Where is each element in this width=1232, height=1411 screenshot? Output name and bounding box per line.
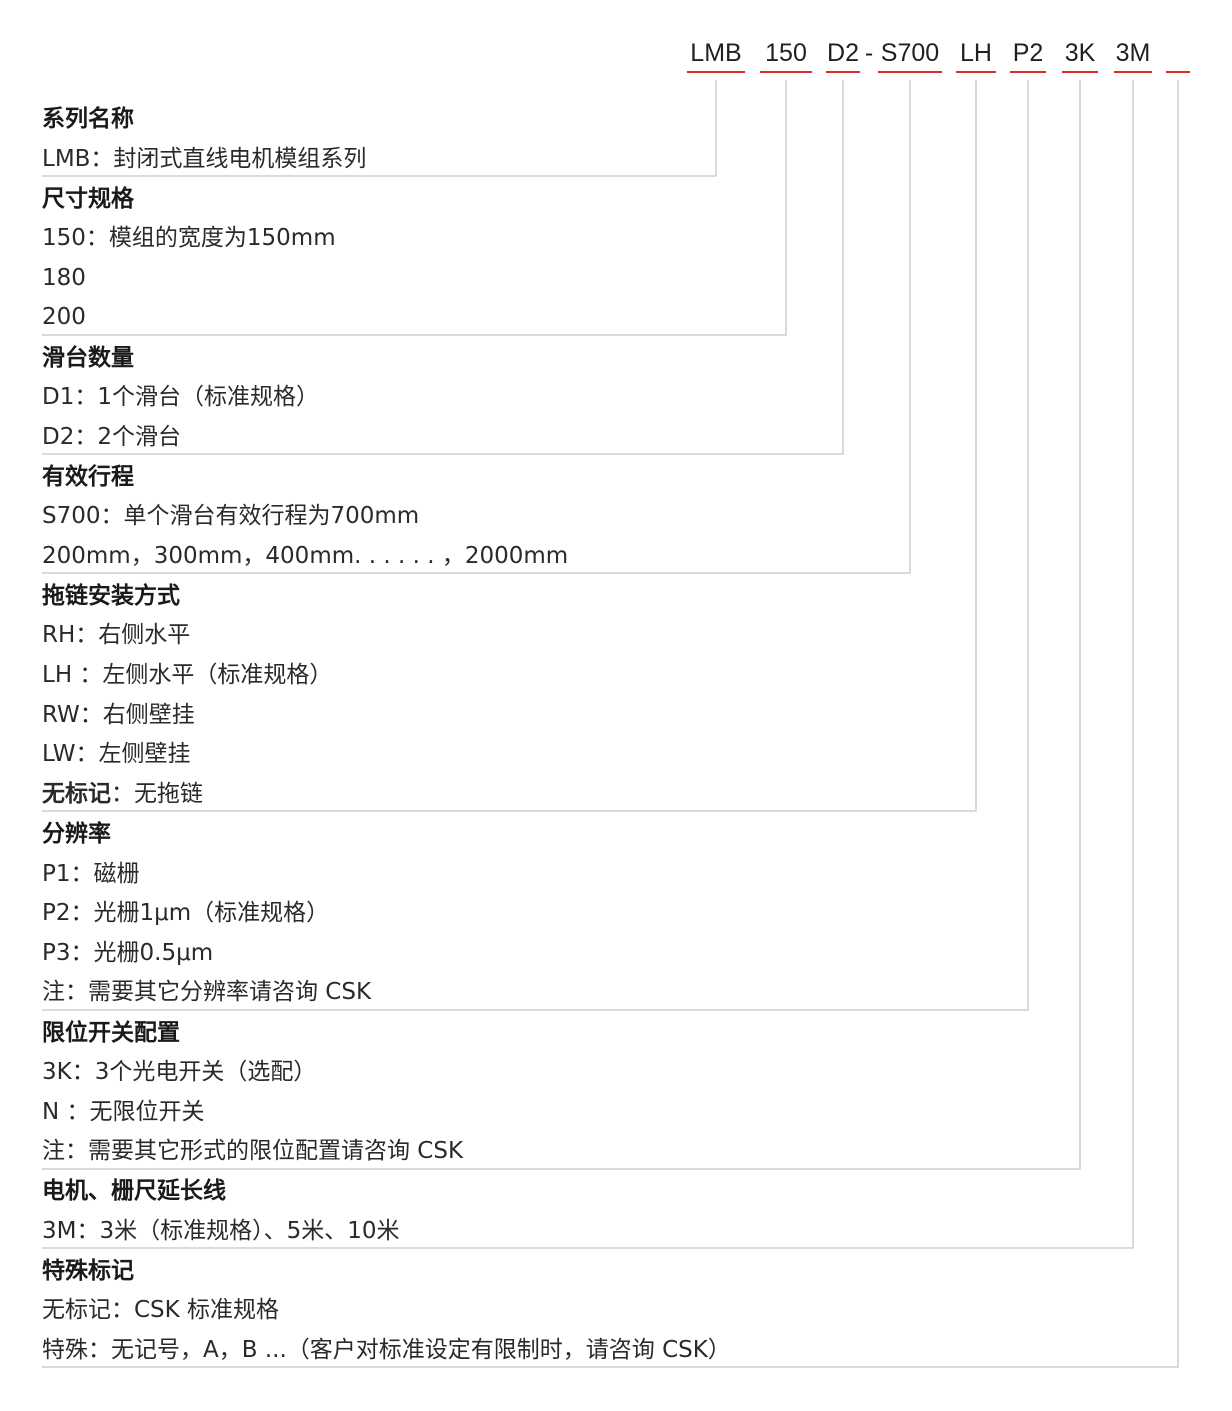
section-item: 注：需要其它形式的限位配置请咨询 CSK — [42, 1138, 464, 1164]
code-segment-resolution: P2 — [1013, 39, 1044, 67]
no-mark-text: ：无拖链 — [111, 781, 203, 807]
connector-resolution — [42, 80, 1029, 1011]
section-title: 特殊标记 — [42, 1258, 134, 1284]
section-limit: 限位开关配置 3K：3个光电开关（选配） N ：无限位开关 注：需要其它形式的限… — [42, 1019, 464, 1164]
section-item: RH：右侧水平 — [42, 622, 190, 648]
section-item: P2：光栅1μm（标准规格） — [42, 900, 329, 926]
section-size: 尺寸规格 150：模组的宽度为150mm 180 200 — [42, 185, 336, 330]
section-item: D1：1个滑台（标准规格） — [42, 384, 319, 410]
section-title: 分辨率 — [42, 820, 111, 847]
connector-chain — [42, 80, 977, 812]
code-segment-chain: LH — [960, 39, 992, 67]
model-code-header: LMB 150 D2 - S700 LH P2 3K 3M — [690, 39, 1150, 67]
section-title: 拖链安装方式 — [42, 582, 180, 609]
section-item: D2：2个滑台 — [42, 424, 181, 450]
code-segment-stroke: S700 — [881, 39, 939, 67]
section-cable: 电机、栅尺延长线 3M：3米（标准规格）、5米、10米 — [42, 1177, 400, 1244]
connector-cable — [42, 80, 1134, 1249]
connector-special — [42, 80, 1179, 1368]
code-segment-series: LMB — [690, 39, 741, 67]
section-stroke: 有效行程 S700：单个滑台有效行程为700mm 200mm，300mm，400… — [42, 463, 568, 569]
section-item: N ：无限位开关 — [42, 1099, 205, 1125]
section-title: 系列名称 — [42, 105, 134, 132]
code-segment-slides: D2 — [827, 39, 859, 67]
code-separator: - — [865, 39, 873, 67]
section-item: 150：模组的宽度为150mm — [42, 225, 336, 251]
section-item: 3K：3个光电开关（选配） — [42, 1059, 316, 1085]
section-series: 系列名称 LMB：封闭式直线电机模组系列 — [42, 105, 366, 172]
section-title: 限位开关配置 — [42, 1019, 180, 1046]
connector-limit — [42, 80, 1081, 1170]
section-item: 180 — [42, 265, 86, 291]
section-item: 无标记：CSK 标准规格 — [42, 1297, 279, 1323]
section-item: P1：磁栅 — [42, 861, 140, 887]
connector-size — [42, 80, 787, 336]
code-segment-size: 150 — [765, 39, 807, 67]
section-item: 3M：3米（标准规格）、5米、10米 — [42, 1218, 400, 1244]
no-mark-label: 无标记 — [42, 781, 111, 807]
section-item: LH ：左侧水平（标准规格） — [42, 662, 332, 688]
section-item: RW：右侧壁挂 — [42, 702, 195, 728]
connector-stroke — [42, 80, 911, 574]
section-item: 200mm，300mm，400mm. . . . . . ，2000mm — [42, 543, 568, 569]
connector-slides — [42, 80, 844, 455]
section-title: 滑台数量 — [42, 344, 134, 371]
section-title: 电机、栅尺延长线 — [42, 1177, 226, 1204]
section-resolution: 分辨率 P1：磁栅 P2：光栅1μm（标准规格） P3：光栅0.5μm 注：需要… — [42, 820, 372, 1005]
connector-lines — [42, 80, 1179, 1368]
section-item: LW：左侧壁挂 — [42, 741, 190, 767]
section-title: 有效行程 — [42, 463, 134, 490]
section-item: 注：需要其它分辨率请咨询 CSK — [42, 979, 372, 1005]
section-item: 200 — [42, 304, 86, 330]
section-item: LMB：封闭式直线电机模组系列 — [42, 146, 366, 172]
section-item: P3：光栅0.5μm — [42, 940, 213, 966]
section-chain: 拖链安装方式 RH：右侧水平 LH ：左侧水平（标准规格） RW：右侧壁挂 LW… — [42, 582, 332, 807]
section-special: 特殊标记 无标记：CSK 标准规格 特殊：无记号，A，B ...（客户对标准设定… — [42, 1258, 731, 1363]
connector-series — [42, 80, 717, 177]
section-title: 尺寸规格 — [42, 185, 135, 212]
code-segment-cable: 3M — [1116, 39, 1151, 67]
section-item: S700：单个滑台有效行程为700mm — [42, 503, 419, 529]
section-item: 特殊：无记号，A，B ...（客户对标准设定有限制时，请咨询 CSK） — [42, 1337, 731, 1363]
section-slides: 滑台数量 D1：1个滑台（标准规格） D2：2个滑台 — [42, 344, 319, 450]
section-item-no-mark: 无标记：无拖链 — [42, 781, 203, 807]
code-segment-limit: 3K — [1065, 39, 1096, 67]
